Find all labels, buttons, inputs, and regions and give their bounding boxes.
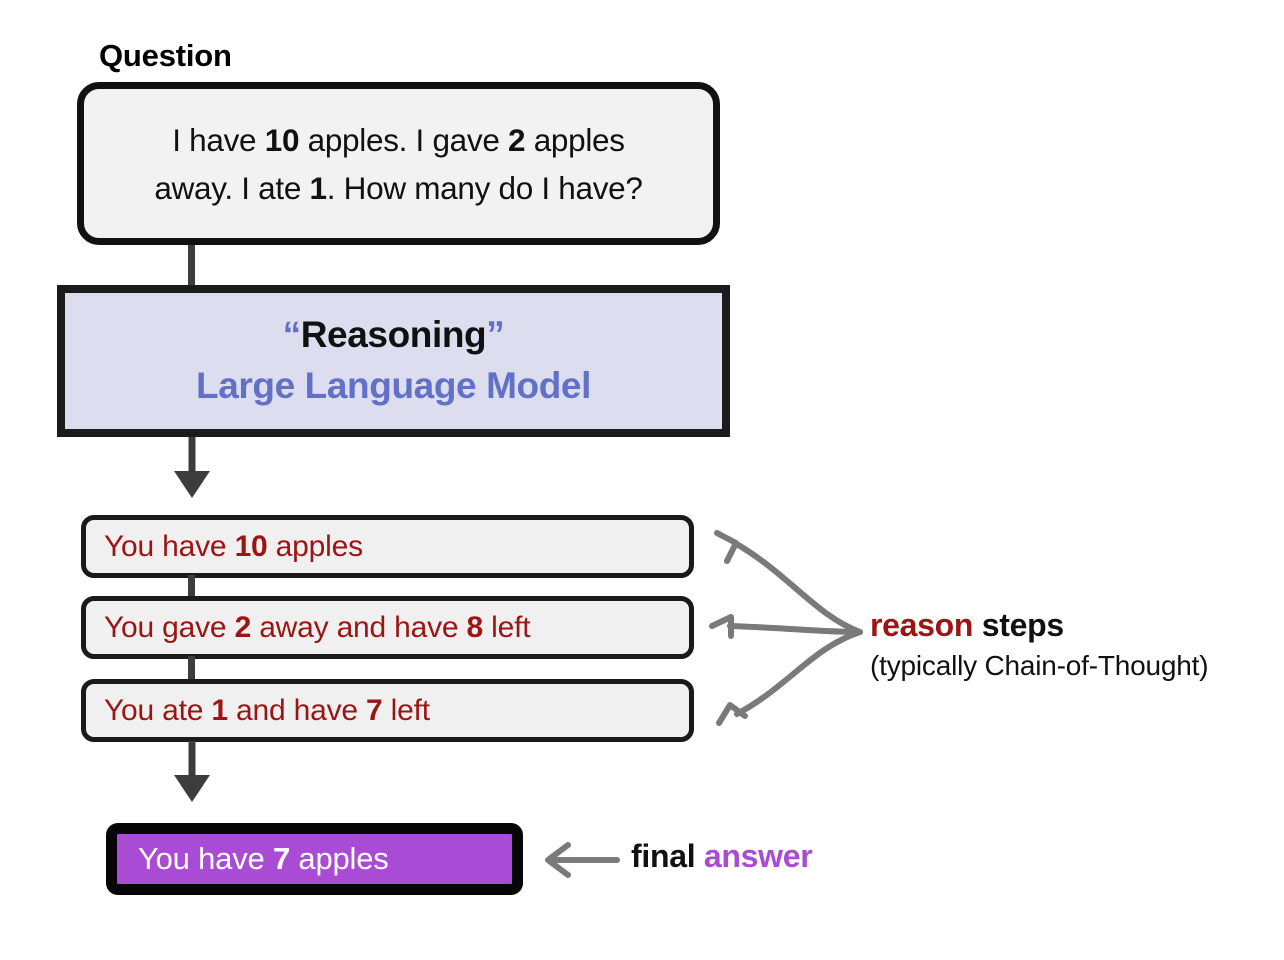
final-answer-prefix: final bbox=[631, 838, 704, 874]
step1-post: left bbox=[483, 610, 531, 644]
question-box: I have 10 apples. I gave 2 apples away. I… bbox=[77, 82, 720, 245]
step2-mid: and have bbox=[227, 693, 367, 727]
question-text: I have 10 apples. I gave 2 apples away. I… bbox=[132, 116, 664, 212]
question-line2-pre: away. I ate bbox=[154, 169, 310, 206]
answer-post: apples bbox=[290, 841, 389, 876]
reason-steps-rest: steps bbox=[973, 607, 1064, 643]
answer-bold-7: 7 bbox=[272, 841, 291, 876]
step1-mid: away and have bbox=[251, 610, 467, 644]
question-label: Question bbox=[99, 38, 232, 73]
answer-pre: You have bbox=[138, 841, 273, 876]
connector-step1-to-step2 bbox=[188, 656, 195, 682]
reason-steps-subtitle: (typically Chain-of-Thought) bbox=[870, 650, 1209, 681]
step1-pre: You gave bbox=[104, 610, 235, 644]
step1-bold-2: 2 bbox=[234, 610, 252, 644]
llm-reasoning-line: “Reasoning” bbox=[283, 310, 505, 360]
arrow-llm-to-steps-icon bbox=[170, 437, 214, 499]
step2-bold-7: 7 bbox=[366, 693, 383, 727]
llm-model-label: Large Language Model bbox=[196, 365, 591, 406]
reason-step-text: You gave 2 away and have 8 left bbox=[86, 610, 531, 645]
reason-step-text: You ate 1 and have 7 left bbox=[86, 694, 430, 728]
llm-box: “Reasoning” Large Language Model bbox=[57, 285, 730, 437]
quote-close: ” bbox=[486, 314, 505, 355]
reason-steps-highlight: reason bbox=[870, 607, 974, 643]
step2-bold-1: 1 bbox=[211, 693, 228, 727]
step0-mid: apples bbox=[267, 529, 363, 563]
question-line2-post: . How many do I have? bbox=[326, 169, 643, 206]
step2-post: left bbox=[382, 693, 430, 727]
reason-step-box: You gave 2 away and have 8 left bbox=[81, 596, 694, 659]
step1-bold-8: 8 bbox=[466, 610, 484, 644]
question-line1-bold-10: 10 bbox=[264, 121, 300, 158]
question-line1-bold-2: 2 bbox=[508, 121, 526, 158]
connector-step0-to-step1 bbox=[188, 575, 195, 599]
llm-reasoning-label: Reasoning bbox=[300, 314, 487, 355]
reason-step-box: You have 10 apples bbox=[81, 515, 694, 578]
question-line1-pre: I have bbox=[172, 121, 265, 158]
final-answer-text: You have 7 apples bbox=[117, 841, 389, 877]
question-line1-mid: apples. I gave bbox=[299, 121, 509, 158]
reason-step-text: You have 10 apples bbox=[86, 530, 363, 564]
step0-pre: You have bbox=[104, 529, 235, 563]
quote-open: “ bbox=[282, 314, 302, 355]
reason-steps-title: reason steps bbox=[870, 607, 1270, 644]
connector-question-to-llm bbox=[188, 245, 195, 287]
arrow-steps-to-answer-icon bbox=[170, 741, 214, 803]
final-answer-highlight: answer bbox=[703, 838, 813, 874]
step0-bold-10: 10 bbox=[234, 529, 268, 563]
final-answer-annotation: final answer bbox=[631, 838, 813, 875]
final-answer-box: You have 7 apples bbox=[106, 823, 523, 895]
reason-step-box: You ate 1 and have 7 left bbox=[81, 679, 694, 742]
question-line1-post: apples bbox=[525, 121, 625, 158]
step2-pre: You ate bbox=[104, 693, 212, 727]
reason-steps-annotation: reason steps (typically Chain-of-Thought… bbox=[870, 607, 1270, 682]
question-line2-bold-1: 1 bbox=[309, 169, 328, 206]
